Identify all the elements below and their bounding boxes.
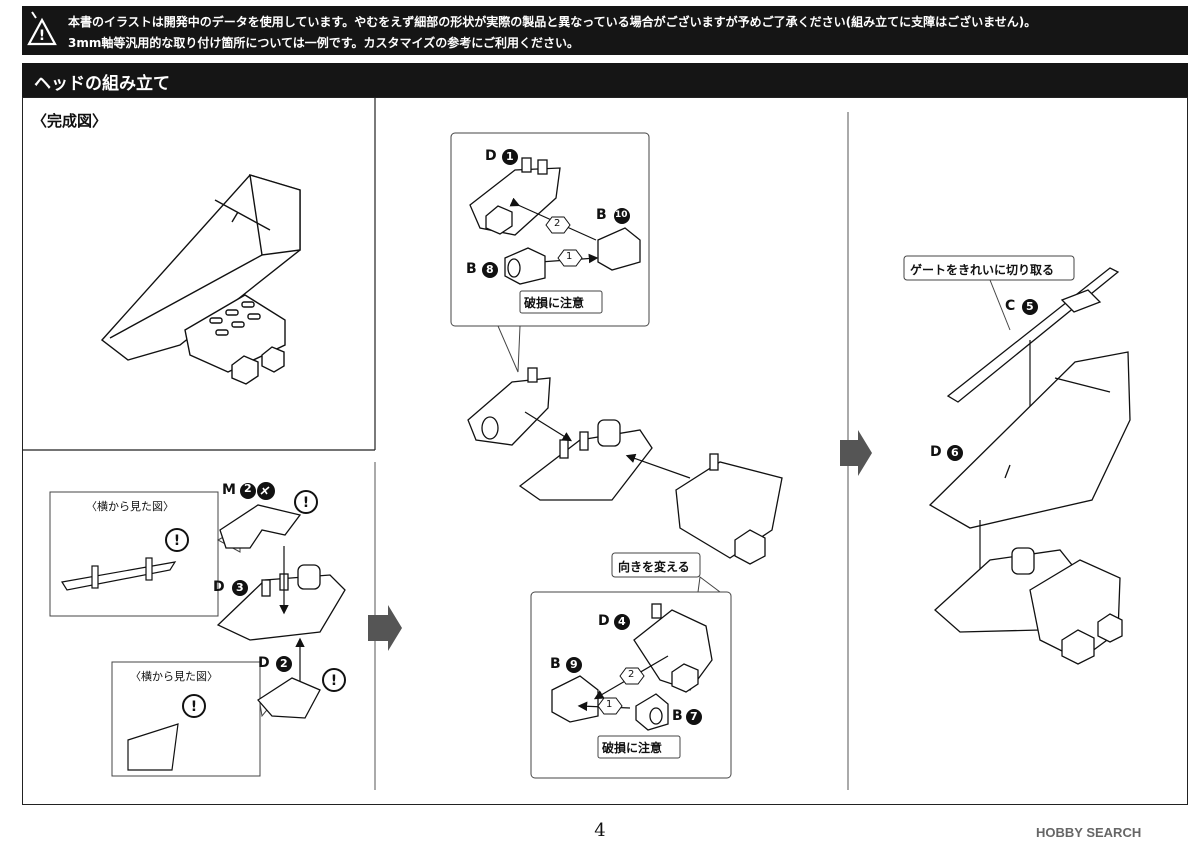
part-label-d6: D [930,444,942,460]
step-arrow-1 [368,605,402,651]
order-marker-2-top [545,216,571,234]
svg-text:!: ! [303,495,309,511]
part-b7-illustration [635,693,669,731]
side-view-part-bottom [127,723,179,771]
badge-m2 [240,483,256,499]
caution-label-bottom: 破損に注意 [602,741,663,755]
part-num-d1: 1 [506,150,514,163]
gate-label-box [903,255,1075,281]
part-label-b9: B [550,656,561,672]
part-label-b10: B [596,207,607,223]
watermark: HOBBY SEARCH [1036,825,1142,840]
exclamation-icon: ! [165,528,189,552]
order-num-1-bottom: 1 [606,699,613,710]
part-label-b8: B [466,261,477,277]
svg-text:!: ! [39,28,45,44]
part-label-b7: B [672,708,683,724]
side-view-label-top: 〈横から見た図〉 [86,500,174,513]
completed-title: 〈完成図〉 [32,112,108,130]
badge-d1 [502,149,518,165]
part-num-b7: 7 [690,710,698,723]
turn-label: 向きを変える [618,560,690,574]
caution-label-top: 破損に注意 [524,296,585,310]
badge-d4 [614,614,630,630]
badge-b9 [566,657,582,673]
badge-d3 [232,580,248,596]
part-num-d4: 4 [618,615,626,628]
notice-line-2: 3mm軸等汎用的な取り付け箇所については一例です。カスタマイズの参考にご利用くだ… [68,36,579,50]
section-title: ヘッドの組み立て [34,74,170,94]
part-label-d3: D [213,579,225,595]
svg-text:!: ! [174,533,180,549]
notice-bar: ! 本書のイラストは開発中のデータを使用しています。やむをえず細部の形状が実際の… [22,6,1188,55]
badge-c5 [1022,299,1038,315]
order-marker-1-bottom [597,697,623,715]
exclamation-icon: ! [182,694,206,718]
notice-line-1: 本書のイラストは開発中のデータを使用しています。やむをえず細部の形状が実際の製品… [68,15,1037,29]
part-num-b10: 10 [615,210,628,220]
part-d2-illustration [257,677,321,719]
part-label-c5: C [1005,298,1016,314]
exclamation-icon: ! [322,668,346,692]
part-num-d2: 2 [280,657,288,670]
svg-text:!: ! [331,673,337,689]
side-view-part-top [61,557,177,591]
order-num-2-top: 2 [554,218,561,229]
nipper-icon [257,482,275,500]
svg-text:!: ! [191,699,197,715]
part-num-b8: 8 [486,263,494,276]
part-d4-illustration [633,603,713,693]
side-view-box-top [49,491,219,617]
exclamation-icon: ! [294,490,318,514]
order-marker-1-top [557,249,583,267]
completed-head-illustration [100,174,301,385]
instruction-frame [22,97,1188,805]
part-num-m2: 2 [244,482,252,495]
part-d3-illustration [216,564,346,641]
part-label-d4: D [598,613,610,629]
part-num-c5: 5 [1026,300,1034,313]
part-m2-illustration [219,504,302,549]
badge-d6 [947,445,963,461]
warning-triangle-icon: ! [27,11,57,46]
badge-b8 [482,262,498,278]
page-number: 4 [594,820,606,841]
part-num-b9: 9 [570,658,578,671]
part-num-d3: 3 [236,581,244,594]
step2-middle-assembly [467,367,783,565]
order-marker-2-bottom [619,667,645,685]
part-label-d1: D [485,148,497,164]
badge-b10 [614,208,630,224]
badge-d2 [276,656,292,672]
part-label-d2: D [258,655,270,671]
step-arrow-2 [840,430,872,476]
side-view-label-bottom: 〈横から見た図〉 [130,670,218,683]
caution-box-bottom [597,735,681,759]
gate-label: ゲートをきれいに切り取る [910,263,1055,277]
part-c5-illustration [946,267,1120,403]
part-label-m: M [222,482,236,498]
badge-b7 [686,709,702,725]
caution-box-top [519,290,603,314]
order-num-2-bottom: 2 [628,669,635,680]
section-header: ヘッドの組み立て [22,63,1188,97]
part-d6-illustration [928,351,1131,529]
part-b8-illustration [504,247,546,285]
step3-head-assembly [934,547,1123,665]
order-num-1-top: 1 [566,251,573,262]
turn-label-box [611,552,701,578]
part-num-d6: 6 [951,446,959,459]
